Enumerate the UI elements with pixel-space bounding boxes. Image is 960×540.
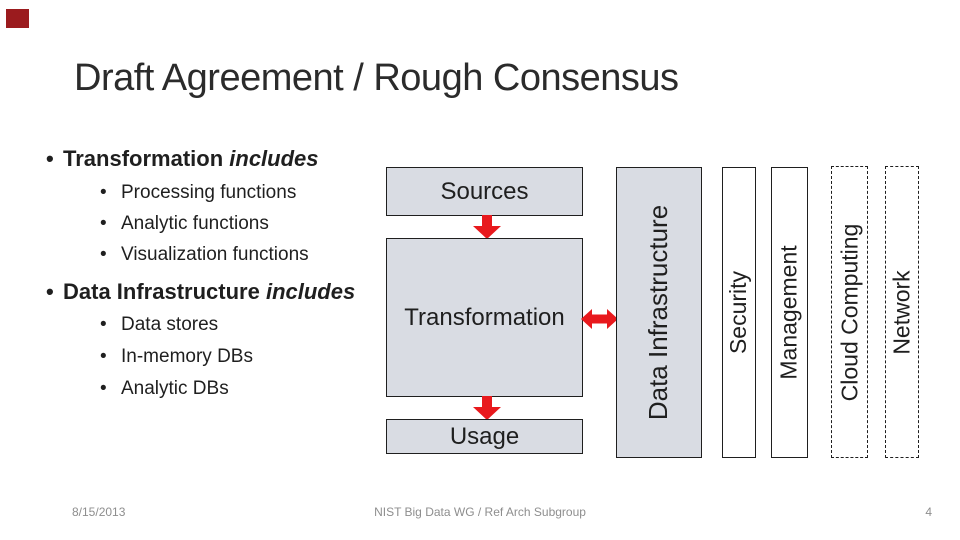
heading-bold-text: Transformation — [63, 146, 224, 171]
vertical-box-label: Data Infrastructure — [643, 204, 674, 421]
flow-box-label: Usage — [449, 422, 520, 450]
heading-bold-text: Data Infrastructure — [63, 279, 260, 304]
list-item-label: Analytic functions — [121, 213, 269, 234]
list-item-label: Processing functions — [121, 182, 297, 203]
vertical-box-cloud-computing: Cloud Computing — [831, 166, 868, 458]
bullet-icon: • — [100, 244, 107, 265]
heading-italic-text: includes — [265, 279, 356, 304]
vertical-box-management: Management — [771, 167, 808, 458]
list-item-label: Visualization functions — [121, 244, 309, 265]
list-item: • Processing functions — [100, 177, 309, 208]
bullet-icon: • — [100, 314, 107, 335]
double-arrow-icon — [581, 307, 618, 331]
vertical-box-network: Network — [885, 166, 919, 458]
bullet-icon: • — [100, 182, 107, 203]
flow-box-label: Transformation — [404, 303, 565, 331]
footer-title: NIST Big Data WG / Ref Arch Subgroup — [374, 505, 586, 519]
bullet-heading-data-infrastructure: • Data Infrastructure includes — [46, 279, 355, 305]
bullet-icon: • — [100, 378, 107, 399]
bullet-icon: • — [46, 146, 54, 171]
footer-page-number: 4 — [925, 505, 932, 519]
vertical-box-label: Management — [776, 245, 802, 380]
down-arrow-icon — [473, 396, 501, 420]
vertical-box-label: Security — [725, 270, 752, 355]
heading-italic-text: includes — [229, 146, 319, 171]
list-item: • Visualization functions — [100, 239, 309, 270]
down-arrow-icon — [473, 215, 501, 239]
vertical-box-security: Security — [722, 167, 756, 458]
flow-box-label: Sources — [440, 177, 529, 205]
footer-date: 8/15/2013 — [72, 505, 126, 519]
bullet-heading-transformation: • Transformation includes — [46, 146, 319, 172]
bullet-list-data-infrastructure: • Data stores • In-memory DBs • Analytic DB… — [100, 309, 253, 405]
vertical-box-label: Network — [888, 269, 915, 355]
flow-box-usage: Usage — [386, 419, 583, 454]
bullet-icon: • — [46, 279, 54, 304]
bullet-icon: • — [100, 346, 107, 367]
list-item: • Analytic functions — [100, 208, 309, 239]
vertical-box-label: Cloud Computing — [836, 223, 862, 401]
vertical-box-data-infrastructure: Data Infrastructure — [616, 167, 702, 458]
list-item-label: Analytic DBs — [121, 378, 229, 399]
slide-accent-mark — [6, 9, 29, 28]
bullet-icon: • — [100, 213, 107, 234]
list-item: • Analytic DBs — [100, 373, 253, 405]
slide-title: Draft Agreement / Rough Consensus — [74, 57, 679, 99]
flow-box-transformation: Transformation — [386, 238, 583, 397]
bullet-list-transformation: • Processing functions • Analytic function… — [100, 177, 309, 270]
list-item-label: Data stores — [121, 314, 219, 335]
list-item: • In-memory DBs — [100, 341, 253, 373]
flow-box-sources: Sources — [386, 167, 583, 216]
list-item: • Data stores — [100, 309, 253, 341]
list-item-label: In-memory DBs — [121, 346, 253, 367]
